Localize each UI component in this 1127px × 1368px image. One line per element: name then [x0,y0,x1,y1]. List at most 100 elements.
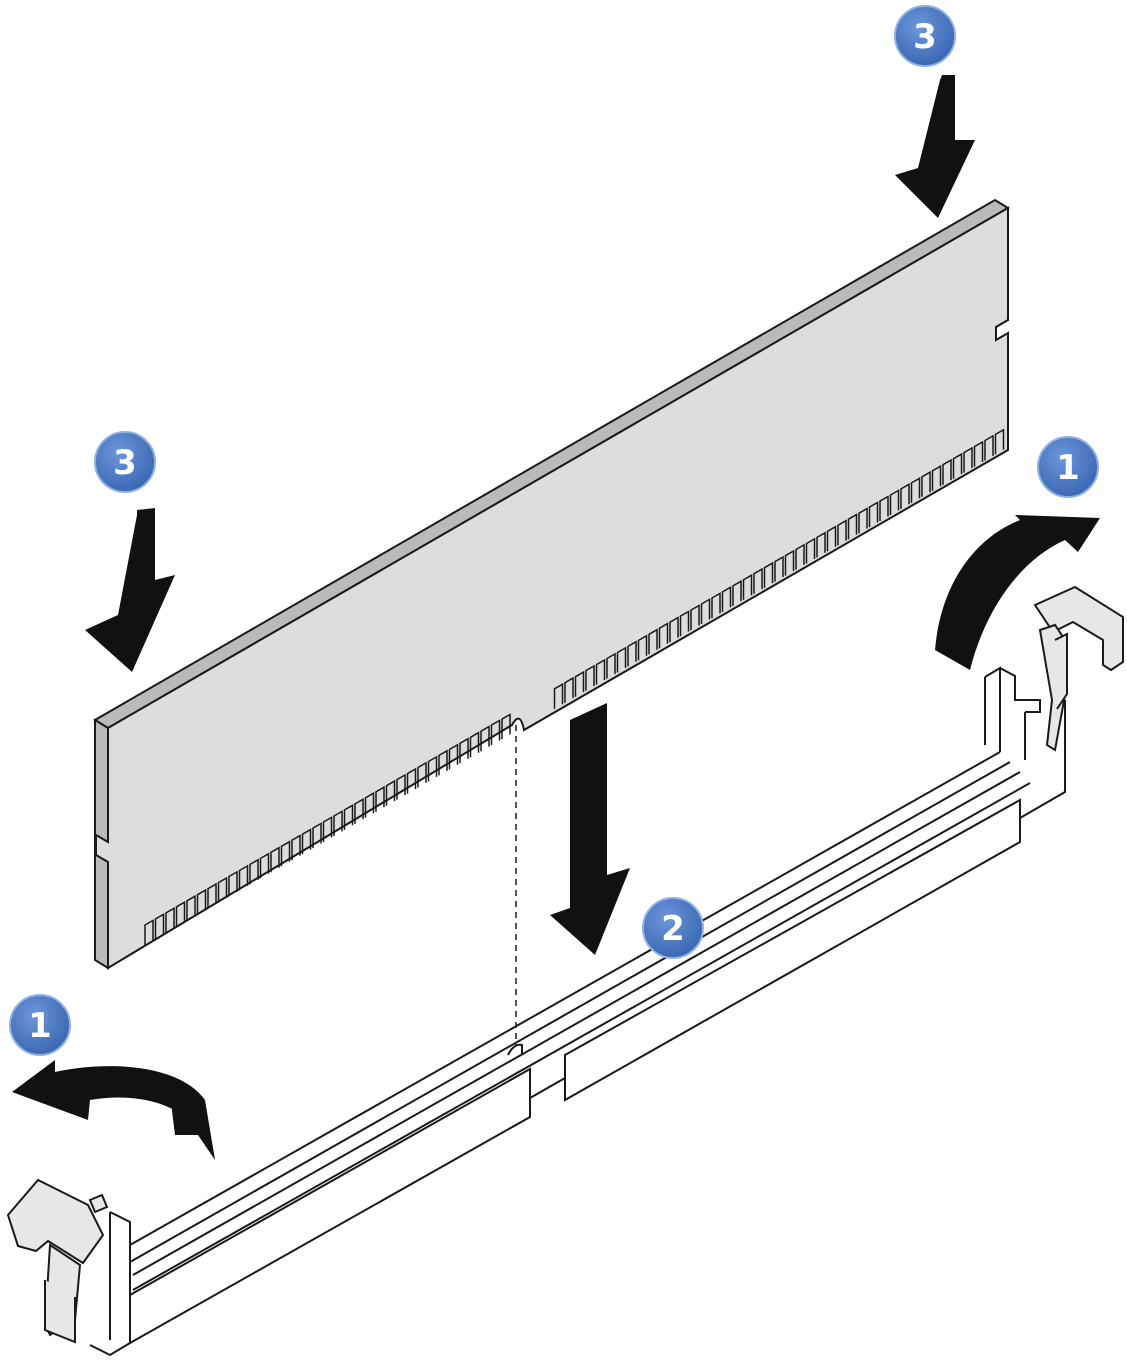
contact-pin [438,749,448,776]
contact-pin [627,640,637,667]
step-badge-1-left-label: 1 [28,1006,52,1046]
contact-pin [333,810,343,836]
memory-module [93,198,1010,1045]
contact-pin [165,907,175,933]
contact-pin [963,446,973,473]
contact-pin [879,495,889,522]
contact-pin [984,434,994,461]
step-badge-1-left: 1 [9,994,71,1056]
contact-pin [375,785,385,812]
contact-pin [637,634,648,661]
contact-pin [301,828,312,855]
module-face [95,206,1009,970]
contact-pin [553,682,564,709]
contact-pin [658,622,669,649]
contact-pin [847,513,858,540]
contact-pin [186,894,196,921]
contact-pin [385,779,396,806]
left-retaining-clip [6,1178,109,1344]
contact-pin [606,652,616,679]
open-clip-arrow-right [935,515,1100,670]
contact-pin [900,483,910,509]
contact-pin [742,573,753,600]
contact-pin [585,664,595,691]
contact-pin [732,579,742,606]
contact-pin [711,592,721,618]
contact-pin [595,658,606,685]
contact-pin [238,864,249,891]
contact-pin [280,840,291,867]
contact-pin [805,537,816,564]
right-retaining-clip [1033,585,1124,752]
contact-pin [837,519,847,546]
contact-pin [322,816,333,842]
contact-pin [910,477,921,503]
step-badge-2-label: 2 [661,909,685,949]
contact-pin [921,470,931,497]
contact-pin [679,610,690,637]
contact-pin [396,773,406,800]
contact-pin [763,561,774,588]
module-contact-pins [144,428,1005,945]
contact-pin [648,628,658,655]
contact-pin [417,761,427,788]
contact-pin [228,870,238,897]
contact-pin [354,798,364,824]
contact-pin [217,876,228,903]
step-badge-3-left-label: 3 [113,443,137,483]
contact-pin [175,900,186,927]
contact-pin [795,543,805,570]
step-badge-2: 2 [642,897,704,959]
contact-pin [312,822,322,849]
contact-pin [427,755,438,782]
step-badge-1-right-label: 1 [1056,448,1080,488]
contact-pin [868,501,879,528]
open-clip-arrow-left-tail [170,1095,215,1160]
contact-pin [826,525,837,552]
contact-pin [784,549,795,576]
contact-pin [490,719,501,746]
open-clip-arrow-left [12,1060,215,1160]
contact-pin [459,737,469,764]
contact-pin [259,852,270,879]
contact-pin [196,888,207,915]
contact-pin [574,670,585,697]
contact-pin [448,743,459,770]
contact-pin [931,464,942,491]
contact-pin [270,846,280,873]
contact-pin [564,676,574,703]
step-badge-3-left: 3 [94,431,156,493]
press-down-arrow-left [85,508,175,672]
contact-pin [973,440,984,467]
contact-pin [816,531,826,558]
step-badge-1-right: 1 [1037,436,1099,498]
contact-pin [501,713,511,740]
contact-pin [291,834,301,861]
dimm-slot [89,666,1066,1357]
press-down-arrow-right [895,75,975,218]
step-badge-3-top-label: 3 [913,17,937,57]
contact-pin [942,458,952,485]
contact-pin [690,604,700,631]
contact-pin [144,919,154,945]
contact-pin [700,598,711,624]
contact-pin [469,731,480,758]
contact-pin [753,567,763,594]
contact-pin [480,725,490,752]
contact-pin [154,913,165,939]
step-badge-3-top: 3 [894,5,956,67]
insert-module-arrow [550,703,630,955]
contact-pin [364,791,375,818]
contact-pin [207,882,217,909]
contact-pin [774,555,784,582]
contact-pin [249,858,259,885]
contact-pin [994,428,1005,455]
contact-pin [952,452,963,479]
contact-pin [343,804,354,830]
contact-pin [858,507,868,534]
contact-pin [669,616,679,643]
contact-pin [889,489,900,515]
contact-pin [721,586,732,612]
